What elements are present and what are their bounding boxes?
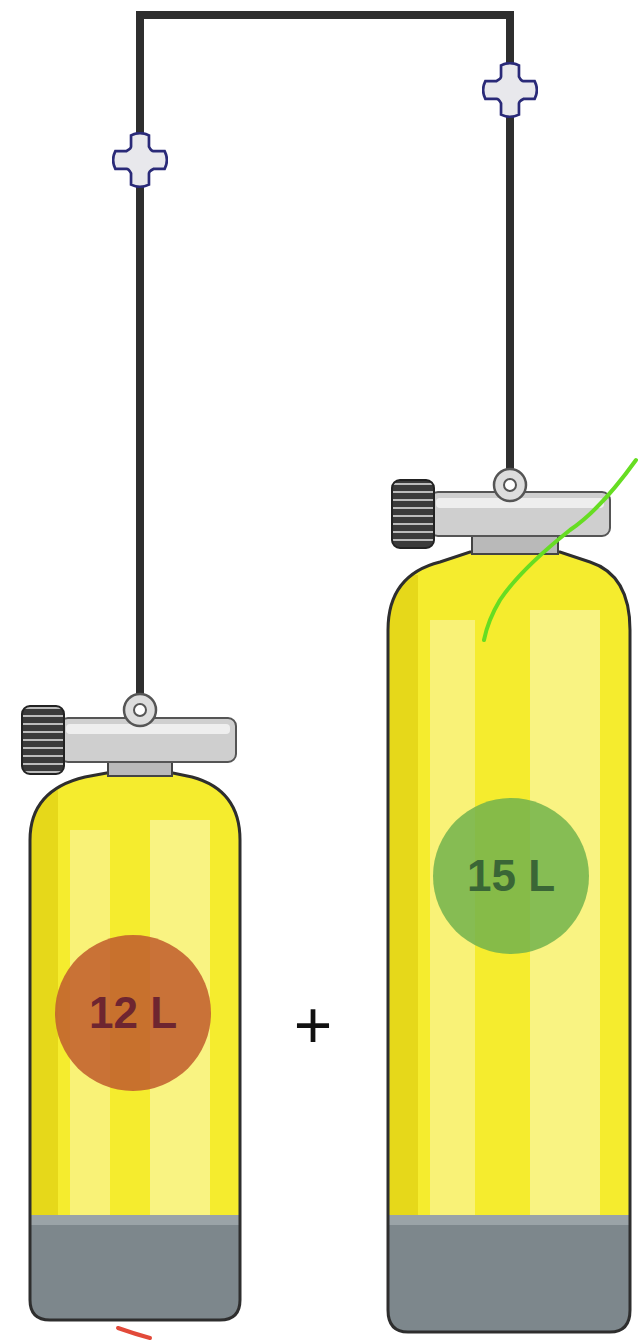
inline-valve (113, 133, 167, 187)
badge-circle-fill (55, 935, 211, 1091)
badge-circle-fill (433, 798, 589, 954)
red-mark (118, 1328, 150, 1338)
large-cylinder (380, 469, 638, 1342)
plus-sign: + (294, 992, 333, 1058)
inline-valve (483, 63, 537, 117)
volume-badge: 15 L (433, 798, 589, 954)
volume-badge: 12 L (55, 935, 211, 1091)
volume-text: 15 L (467, 853, 555, 899)
small-cylinder (20, 694, 260, 1335)
green-scribble (484, 460, 636, 640)
volume-text: 12 L (89, 990, 177, 1036)
